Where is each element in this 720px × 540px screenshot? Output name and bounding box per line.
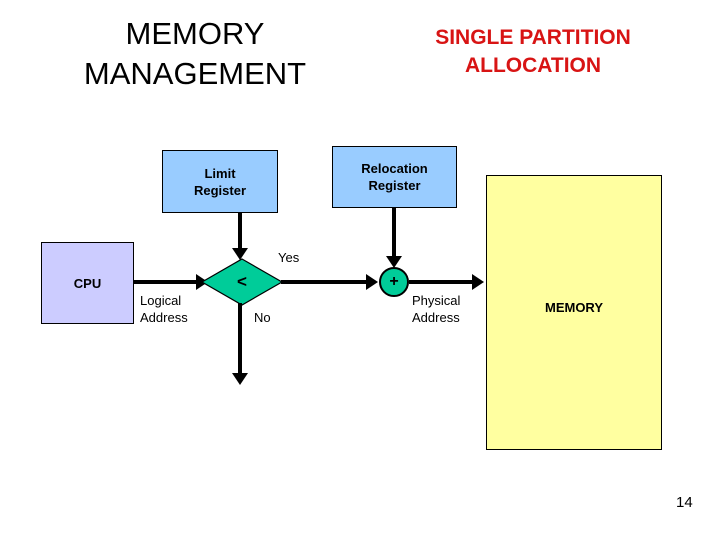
- physical-address-label: Physical Address: [412, 293, 461, 325]
- memory-label: MEMORY: [544, 300, 604, 315]
- logical-address-label: Logical Address: [140, 293, 188, 325]
- limit-register-label: Limit Register: [193, 165, 247, 198]
- cpu-box: CPU: [41, 242, 134, 324]
- edge-relocation-to-adder-arrowhead: [386, 256, 402, 268]
- edge-no-line: [238, 303, 242, 375]
- edge-yes-line: [281, 280, 369, 284]
- decision-operator-label: <: [237, 272, 247, 291]
- page-title-right: SINGLE PARTITION ALLOCATION: [435, 26, 631, 77]
- edge-cpu-to-decision-line: [134, 280, 199, 284]
- relocation-register-label: Relocation Register: [361, 161, 428, 193]
- edge-limit-to-decision-line: [238, 213, 242, 250]
- adder-operator-label: +: [389, 273, 399, 290]
- page-number: 14: [676, 494, 693, 511]
- edge-yes-arrowhead: [366, 274, 378, 290]
- relocation-register-box: Relocation Register: [332, 146, 457, 208]
- limit-register-box: Limit Register: [162, 150, 278, 213]
- edge-limit-to-decision-arrowhead: [232, 248, 248, 260]
- cpu-label: CPU: [73, 275, 102, 291]
- decision-diamond-shape: [201, 258, 283, 306]
- page-title-left: MEMORY MANAGEMENT: [83, 16, 307, 91]
- edge-relocation-to-adder-line: [392, 208, 396, 256]
- edge-no-arrowhead: [232, 373, 248, 385]
- edge-adder-to-memory-arrowhead: [472, 274, 484, 290]
- yes-branch-label: Yes: [278, 250, 300, 265]
- decision-diamond: <: [201, 258, 283, 306]
- memory-box: MEMORY: [486, 175, 662, 450]
- edge-adder-to-memory-line: [409, 280, 474, 284]
- adder-circle: +: [379, 267, 409, 297]
- no-branch-label: No: [254, 310, 271, 325]
